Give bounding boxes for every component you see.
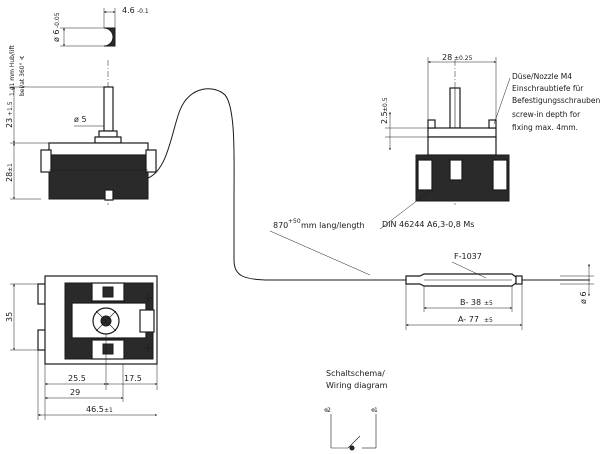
- capillary-tube: 870 +50 mm lang/length: [147, 88, 406, 281]
- shaft-height-label: 23: [5, 118, 14, 128]
- body-height-tol: ±1: [7, 163, 14, 172]
- front-width-tol: ±0.25: [454, 55, 473, 62]
- side-view: 1,41 mm Hub/lift bei/at 360° ∢ 23 +1.5 2…: [5, 45, 157, 205]
- front-mount-tab-right: [488, 119, 497, 129]
- side-terminal-right: [145, 149, 157, 173]
- front-terminal-center: [449, 159, 463, 181]
- din-leader: [379, 189, 432, 230]
- wiring-switch-contact: [347, 435, 361, 449]
- wiring-title-line1: Schaltschema/: [326, 369, 385, 378]
- dim-29-label: 29: [70, 388, 80, 397]
- dim-25-5-label: 25.5: [68, 374, 86, 383]
- rotation-note-line1: 1,41 mm Hub/lift: [9, 45, 16, 96]
- shaft-section-view: 4.6 -0.1 ø 6 -0.05: [52, 6, 149, 47]
- front-terminal-left: [417, 159, 433, 191]
- capillary-length-suffix: mm lang/length: [301, 221, 365, 230]
- bulb-a-tol: ±5: [484, 317, 493, 324]
- nozzle-note-line3: Befestigungsschrauben/: [512, 96, 600, 105]
- nozzle-note-line5: fixing max. 4mm.: [512, 123, 578, 132]
- shaft-width-tol: -0.1: [137, 8, 149, 15]
- front-height-tol: ±0.5: [382, 97, 389, 112]
- capillary-length-prefix: 870: [273, 221, 288, 230]
- front-mount-tab-left: [427, 119, 436, 129]
- side-shaft-collar: [98, 130, 118, 138]
- wiring-terminal-1-label: 1: [374, 407, 378, 414]
- shaft-height-tol: +1.5: [7, 101, 14, 116]
- front-terminal-right: [492, 159, 508, 191]
- capillary-length-tol: +50: [288, 218, 301, 225]
- nozzle-note-line2: Einschraubtiefe für: [512, 84, 584, 93]
- bulb-type-leader: [451, 261, 487, 279]
- bulb-b-label: B- 38: [460, 298, 481, 307]
- top-view: 35 25.5 17.5 29 46.5 ±1: [5, 275, 158, 420]
- side-base-tab: [104, 189, 114, 201]
- side-shaft: [103, 86, 114, 132]
- wiring-title-line2: Wiring diagram: [326, 381, 388, 390]
- capillary-line: [147, 88, 406, 281]
- dim-46-5-tol: ±1: [104, 407, 113, 414]
- dim-17-5-label: 17.5: [124, 374, 142, 383]
- dim-46-5-label: 46.5: [86, 405, 104, 414]
- front-top-plate: [427, 127, 497, 138]
- side-housing-body: [48, 154, 149, 200]
- shaft-width-label: 4.6: [122, 6, 135, 15]
- side-terminal-left: [40, 149, 52, 173]
- rotation-note-line2: bei/at 360° ∢: [19, 55, 26, 96]
- front-width-label: 28: [442, 53, 452, 62]
- shaft-dia-label: ø 6: [52, 29, 61, 42]
- nozzle-note-line1: Düse/Nozzle M4: [512, 72, 572, 81]
- bulb-type-label: F-1037: [454, 252, 482, 261]
- front-bracket: [427, 136, 497, 156]
- top-height-label: 35: [5, 312, 14, 322]
- bulb-a-label: A- 77: [458, 315, 479, 324]
- front-view: 28 ±0.25 2.5 ±0.5 Düse/Nozzle M4 Einschr…: [379, 53, 600, 230]
- bulb-b-tol: ±5: [484, 300, 493, 307]
- wiring-diagram: Schaltschema/ Wiring diagram 2 1: [324, 369, 388, 451]
- shaft-dia-tol: -0.05: [54, 12, 61, 28]
- side-housing-top: [48, 142, 149, 156]
- sensor-bulb-view: F-1037 B- 38 ±5 A- 77 ±5 ø 6: [405, 252, 594, 330]
- bulb-tip: [515, 275, 523, 285]
- top-connector-right: [139, 309, 155, 333]
- side-bushing: [94, 136, 122, 144]
- wiring-terminal-2-label: 2: [327, 407, 331, 414]
- nozzle-note-leader: [493, 77, 511, 125]
- nozzle-note-line4: screw-in depth for: [512, 110, 581, 119]
- side-shaft-dia-label: ø 5: [74, 115, 87, 124]
- front-height-label: 2.5: [380, 111, 389, 124]
- body-height-label: 28: [5, 172, 14, 182]
- din-label: DIN 46244 A6,3-0,8 Ms: [382, 220, 474, 229]
- shaft-section-shape: [103, 27, 116, 47]
- bulb-dia-label: ø 6: [579, 291, 588, 304]
- wiring-switch-pivot: [349, 445, 355, 451]
